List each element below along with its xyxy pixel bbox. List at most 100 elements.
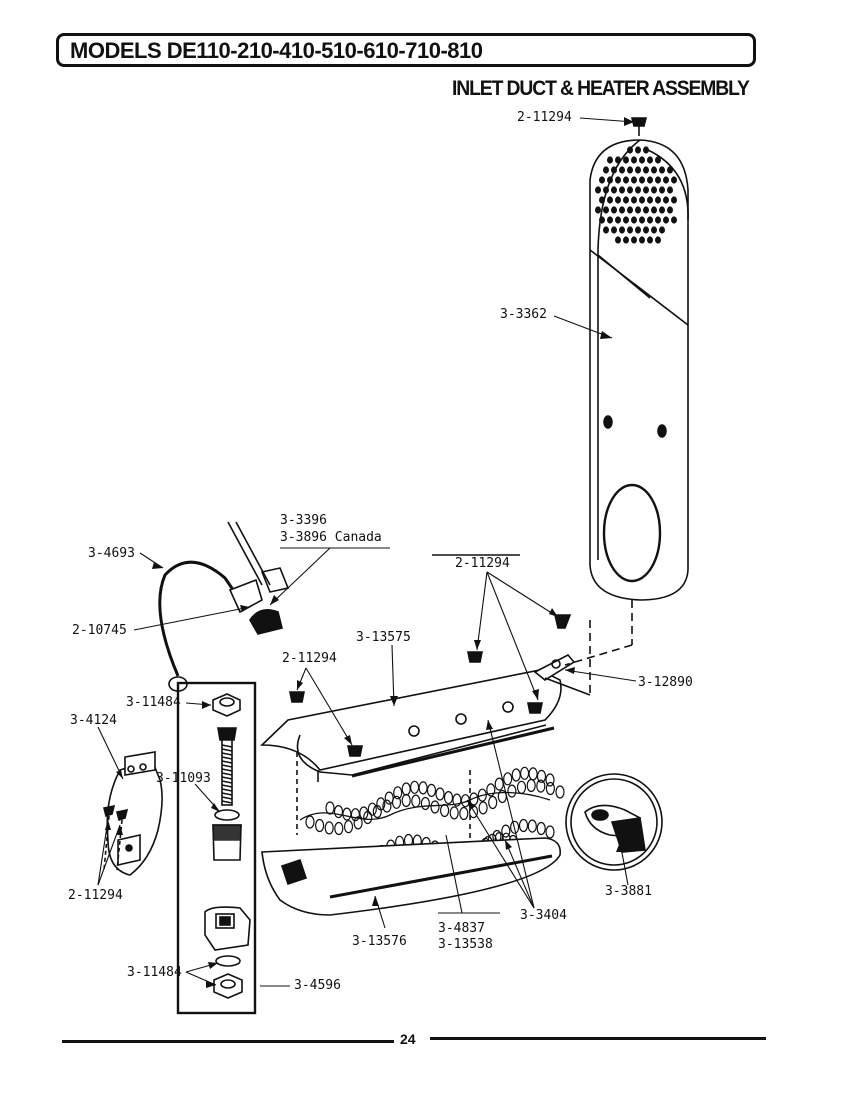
coil-loop [410, 780, 420, 794]
grille-hole [599, 176, 605, 184]
grille-hole [643, 146, 649, 154]
coil-loop [315, 818, 325, 833]
coil-loop [443, 790, 454, 805]
coil-loop [440, 803, 450, 818]
grille-hole [639, 216, 645, 224]
inlet-duct [589, 139, 689, 601]
grille-hole [607, 156, 613, 164]
grille-hole [639, 236, 645, 244]
coil-loop [545, 825, 555, 839]
coil-loop [501, 824, 511, 838]
label-3-12890: 3-12890 [638, 675, 693, 690]
label-3-13576: 3-13576 [352, 934, 407, 949]
grille-hole [635, 206, 641, 214]
grille-hole [607, 176, 613, 184]
coil-loop [477, 788, 487, 802]
stud-assembly-box [176, 681, 257, 1015]
grille-hole [631, 216, 637, 224]
grille-hole [627, 226, 633, 234]
ground-wire [158, 560, 242, 692]
grille-hole [667, 166, 673, 174]
stud-thread [221, 780, 233, 784]
grille-hole [659, 226, 665, 234]
grille-hole [631, 156, 637, 164]
grille-hole [615, 196, 621, 204]
coil-loop [494, 777, 504, 791]
grille-hole [627, 166, 633, 174]
stud-thread [221, 760, 233, 764]
grille-hole [643, 186, 649, 194]
label-3-3896: 3-3896 Canada [280, 530, 382, 545]
screw-top [630, 117, 648, 136]
grille-hole [651, 226, 657, 234]
grille-hole [639, 196, 645, 204]
stud-thread [221, 752, 233, 756]
grille-hole [603, 186, 609, 194]
grille-hole [595, 186, 601, 194]
grille-hole [659, 166, 665, 174]
label-3-13538: 3-13538 [438, 937, 493, 952]
coil-loop [527, 819, 537, 833]
terminal-block [227, 521, 290, 635]
grille-hole [667, 206, 673, 214]
stud-thread [221, 788, 233, 792]
grille-hole [647, 176, 653, 184]
coil-loop [435, 787, 445, 801]
label-3-3404: 3-3404 [520, 908, 567, 923]
grille-hole [635, 146, 641, 154]
grille-hole [667, 186, 673, 194]
coil-loop [401, 782, 411, 796]
grille-hole [627, 146, 633, 154]
stud-thread [221, 768, 233, 772]
stud-thread [221, 772, 233, 776]
grille-hole [627, 186, 633, 194]
coil-loop [426, 783, 437, 798]
label-3-3362: 3-3362 [500, 307, 547, 322]
grille-hole [643, 206, 649, 214]
grille-hole [655, 156, 661, 164]
cover-screws [289, 614, 572, 757]
coil-loop [536, 821, 546, 836]
grille-hole [619, 166, 625, 174]
models-header-box [56, 33, 756, 67]
footer-rule-left [62, 1040, 394, 1043]
grille-hole [595, 206, 601, 214]
label-3-4596: 3-4596 [294, 978, 341, 993]
label-3-11484-top: 3-11484 [126, 695, 181, 710]
grille-hole [631, 236, 637, 244]
grille-hole [655, 176, 661, 184]
coil-loop [545, 781, 556, 796]
stud-thread [221, 796, 233, 800]
grille-hole [603, 226, 609, 234]
coil-loop [342, 807, 352, 821]
duct-grille [595, 146, 677, 244]
section-title: INLET DUCT & HEATER ASSEMBLY [452, 77, 750, 100]
grille-hole [619, 206, 625, 214]
coil-loop [536, 779, 546, 793]
coil-loop [430, 800, 440, 814]
coil-loop [393, 786, 403, 800]
grille-hole [627, 206, 633, 214]
grille-hole [663, 196, 669, 204]
coil-loop [325, 801, 335, 815]
label-3-4693: 3-4693 [88, 546, 135, 561]
coil-loop [343, 820, 354, 834]
grille-hole [643, 166, 649, 174]
label-2-10745: 2-10745 [72, 623, 127, 638]
label-3-11484-bottom: 3-11484 [127, 965, 182, 980]
coil-loop [420, 796, 430, 811]
stud-thread [221, 800, 233, 804]
label-3-4124: 3-4124 [70, 713, 117, 728]
stud-thread [221, 756, 233, 760]
label-3-3396: 3-3396 [280, 513, 327, 528]
grille-hole [615, 216, 621, 224]
coil-loop [516, 780, 527, 794]
coil-loop [305, 815, 315, 829]
coil-loop [503, 772, 513, 786]
coil-loop [528, 767, 538, 781]
grille-hole [651, 186, 657, 194]
label-2-11294-top: 2-11294 [517, 110, 572, 125]
coil-loop [536, 769, 547, 784]
coil-loop [333, 804, 344, 819]
